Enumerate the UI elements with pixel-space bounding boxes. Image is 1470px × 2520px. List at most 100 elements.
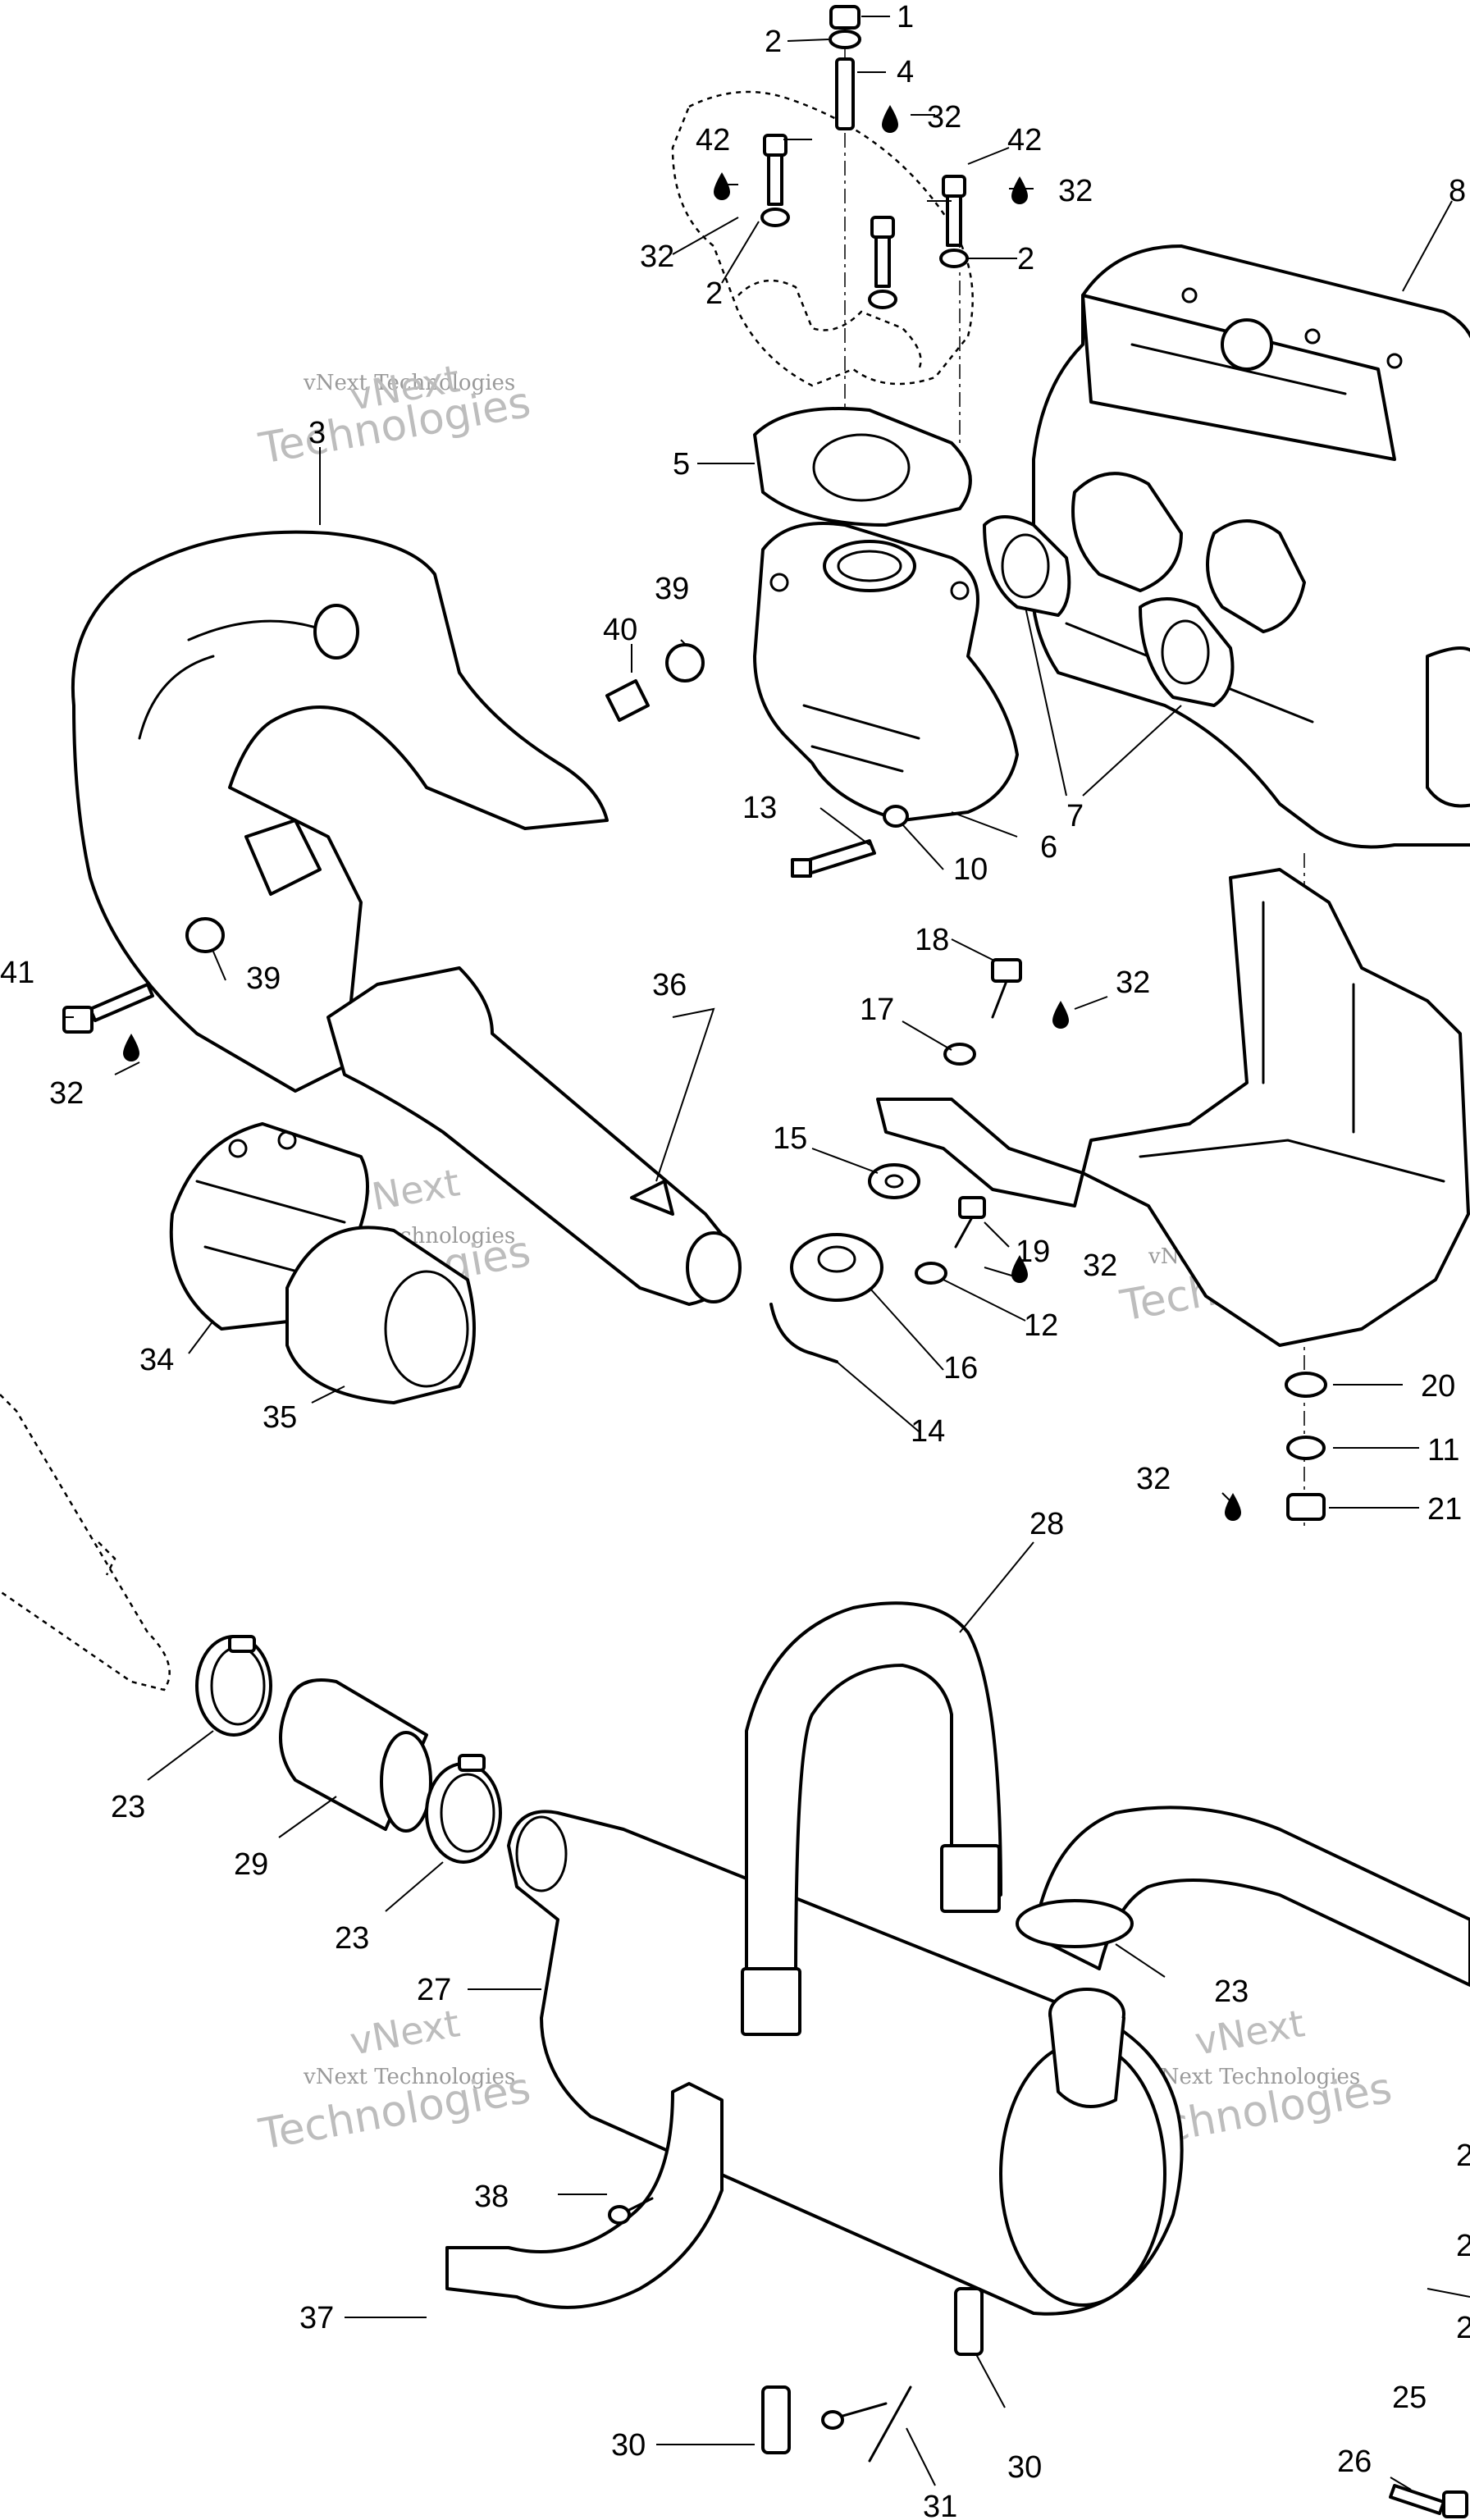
flat-washer-15 (868, 1163, 920, 1199)
callout-32: 32 (1058, 174, 1093, 208)
callout-23: 23 (111, 1790, 145, 1824)
hose-clamp-23-mid (425, 1754, 502, 1864)
watermark-small-text: vNext Technologies (303, 2065, 515, 2089)
hose-clamp-23-left (195, 1635, 272, 1737)
rivet-38 (608, 2197, 654, 2225)
drop-icon-3 (1011, 176, 1028, 204)
tuned-exhaust-pipe (71, 530, 609, 1093)
callout-2: 2 (765, 25, 782, 59)
muffler-outlet-pipe (1016, 1806, 1470, 2108)
drop-icon-5 (1052, 1001, 1069, 1029)
callout-2: 2 (705, 276, 723, 311)
strap-buckle (741, 1967, 801, 2036)
callout-42: 42 (696, 123, 730, 158)
callout-15: 15 (773, 1121, 807, 1156)
callout-30: 30 (611, 2428, 646, 2463)
muffler-strap (741, 1601, 1002, 2036)
callout-30: 30 (1007, 2450, 1042, 2485)
callout-32: 32 (1116, 966, 1150, 1000)
callout-23: 23 (1214, 1974, 1249, 2009)
exhaust-cone-pipe (326, 966, 742, 1306)
bracket-arm (876, 1098, 1084, 1208)
strap-buckle (940, 1844, 1001, 1913)
callout-1: 1 (897, 0, 914, 34)
callout-18: 18 (915, 923, 949, 957)
heat-shield-dashed-inner (737, 279, 922, 370)
clip-30-right (954, 2287, 984, 2356)
leader-lines (66, 16, 1470, 2490)
callout-27: 27 (417, 1973, 451, 2007)
bolt-19 (954, 1196, 986, 1249)
drop-icon-7 (1225, 1493, 1241, 1521)
rubber-sleeve (285, 1226, 476, 1404)
callout-17: 17 (860, 993, 894, 1027)
callout-2: 2 (1456, 2229, 1470, 2263)
callout-32: 32 (1083, 1249, 1117, 1283)
nut-1 (829, 5, 861, 30)
callout-39: 39 (246, 961, 281, 996)
nut-21 (1286, 1493, 1326, 1521)
callout-36: 36 (652, 968, 687, 1002)
heat-guard (445, 2082, 724, 2309)
callout-14: 14 (911, 1414, 945, 1449)
callout-35: 35 (262, 1400, 297, 1435)
callout-2: 2 (1456, 2139, 1470, 2173)
watermark-text: vNext (347, 2001, 463, 2064)
callout-4: 4 (897, 55, 914, 89)
callout-19: 19 (1016, 1235, 1050, 1269)
exhaust-manifold (753, 522, 1019, 822)
callout-40: 40 (603, 613, 637, 647)
rubber-hose-29 (279, 1678, 432, 1833)
muffler (507, 1810, 1184, 2316)
callout-5: 5 (673, 447, 690, 482)
rivet-31 (821, 2385, 912, 2463)
manifold-flange-gasket (753, 407, 972, 527)
callout-31: 31 (923, 2490, 957, 2520)
callout-39: 39 (655, 572, 689, 606)
washer-hole (884, 1174, 904, 1189)
callout-32: 32 (49, 1076, 84, 1111)
callout-23: 23 (335, 1921, 369, 1956)
drop-icon-2 (714, 172, 730, 200)
tail-pipe-dashed (0, 1394, 171, 1691)
callout-38: 38 (474, 2180, 509, 2214)
washer-2-right (939, 249, 969, 268)
grommet-39-upper (665, 643, 705, 682)
lock-washer-11 (1286, 1436, 1326, 1460)
callout-3: 3 (308, 416, 326, 450)
spacer-40 (605, 679, 650, 722)
washer-2-left (760, 208, 790, 227)
heat-shield-dashed-outline (671, 90, 974, 387)
callout-37: 37 (299, 2301, 334, 2335)
callout-41: 41 (0, 956, 34, 990)
callout-16: 16 (943, 1351, 978, 1386)
callout-29: 29 (234, 1847, 268, 1882)
callout-13: 13 (742, 791, 777, 825)
stud-4 (835, 57, 855, 130)
gasket-bore (812, 433, 911, 502)
callout-20: 20 (1421, 1369, 1455, 1404)
bolt-13 (791, 839, 876, 878)
callout-2: 2 (1456, 2311, 1470, 2345)
watermark-small-text: vNext Technologies (1148, 2065, 1360, 2089)
callout-2: 2 (1017, 242, 1034, 276)
washer-middle (868, 290, 897, 309)
exhaust-gasket-upper (983, 515, 1071, 617)
washer-2-top (829, 30, 861, 49)
callout-34: 34 (139, 1343, 174, 1377)
gasket-port (1001, 533, 1050, 599)
rubber-mount (790, 1233, 883, 1302)
washer-20 (1285, 1372, 1327, 1398)
engine-block (1030, 244, 1470, 849)
clip-30-left (761, 2385, 791, 2454)
spring-clip-14 (769, 1303, 838, 1363)
callout-12: 12 (1024, 1308, 1058, 1343)
tail-pipe-dashed-fin (98, 1541, 116, 1576)
bolt-41 (62, 983, 154, 1034)
callout-10: 10 (953, 852, 988, 887)
callout-26: 26 (1337, 2445, 1372, 2479)
exhaust-support-bracket (1081, 868, 1470, 1347)
washer-17 (943, 1043, 976, 1066)
